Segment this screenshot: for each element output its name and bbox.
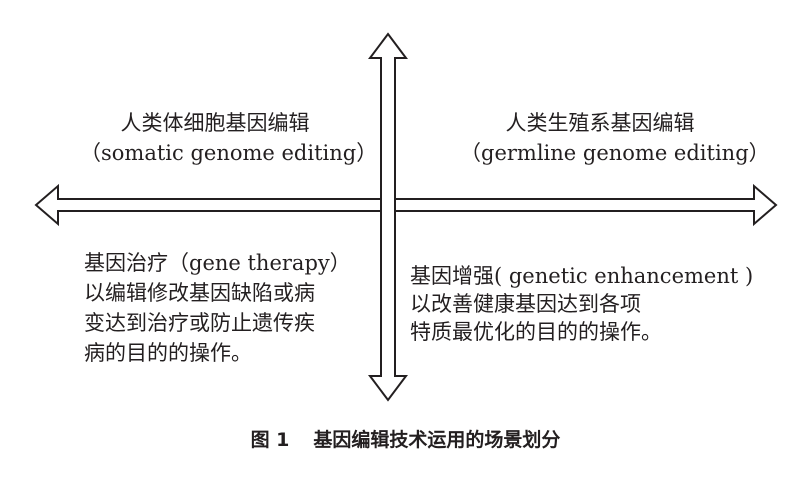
top-right-quadrant: 人类生殖系基因编辑 （germline genome editing） (460, 108, 770, 168)
enhancement-line: 以改善健康基因达到各项 (410, 292, 641, 316)
gene-therapy-line: 以编辑修改基因缺陷或病 (84, 281, 315, 305)
gene-therapy-line: 基因治疗（gene therapy） (84, 251, 351, 275)
top-left-quadrant: 人类体细胞基因编辑 （somatic genome editing） (80, 108, 378, 168)
figure-title: 基因编辑技术运用的场景划分 (313, 429, 561, 451)
figure-label: 图 1 (250, 429, 290, 451)
germline-subtitle: （germline genome editing） (460, 141, 770, 165)
vertical-double-arrow (368, 32, 408, 402)
horizontal-double-arrow (34, 183, 778, 227)
bottom-right-quadrant: 基因增强( genetic enhancement ) 以改善健康基因达到各项 … (410, 262, 753, 346)
bottom-left-quadrant: 基因治疗（gene therapy） 以编辑修改基因缺陷或病 变达到治疗或防止遗… (84, 248, 351, 368)
somatic-title: 人类体细胞基因编辑 (120, 111, 310, 135)
gene-therapy-line: 病的目的的操作。 (84, 341, 252, 365)
gene-therapy-line: 变达到治疗或防止遗传疾 (84, 311, 315, 335)
somatic-subtitle: （somatic genome editing） (80, 141, 378, 165)
germline-title: 人类生殖系基因编辑 (505, 111, 695, 135)
enhancement-line: 特质最优化的目的的操作。 (410, 320, 662, 344)
enhancement-line: 基因增强( genetic enhancement ) (410, 264, 754, 288)
figure-caption: 图 1 基因编辑技术运用的场景划分 (0, 425, 811, 452)
